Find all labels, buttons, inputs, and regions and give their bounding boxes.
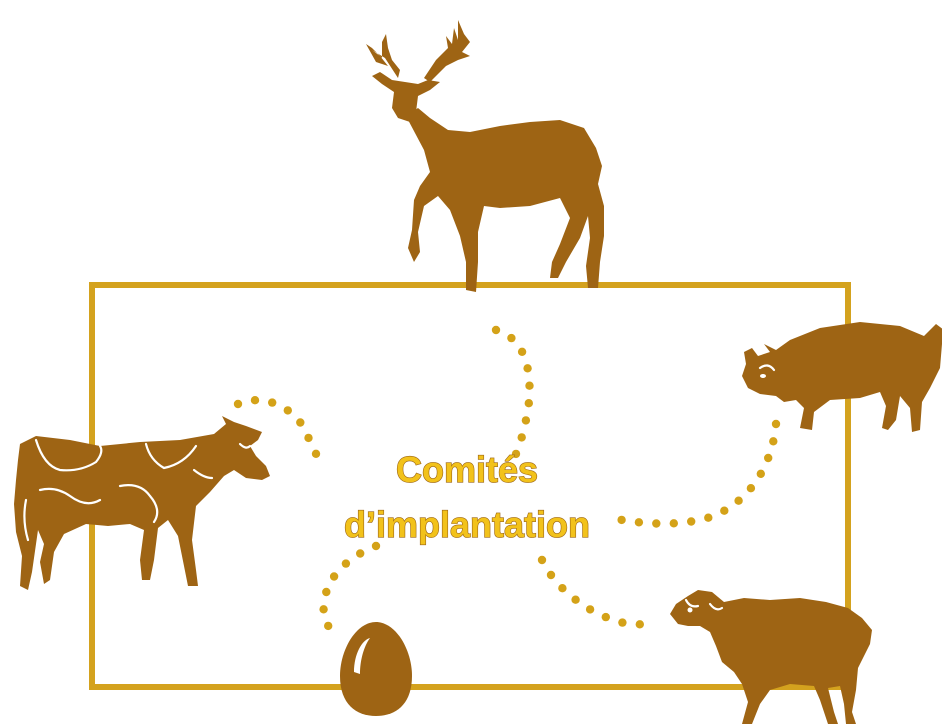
connector-dot [304,434,312,442]
connector-dot [618,618,626,626]
sheep-icon [670,590,872,724]
title-line-2: d’implantation [344,504,590,545]
connector-dot [322,588,330,596]
connector-dot [704,514,712,522]
connector-dot [312,450,320,458]
connector-egg [319,542,380,630]
connector-dot [687,517,695,525]
connector-dot [538,556,546,564]
connector-dot [523,364,531,372]
connector-dot [251,396,259,404]
connector-dot [769,437,777,445]
connector-dot [635,518,643,526]
egg-icon [340,622,412,716]
connector-dot [319,605,327,613]
connector-dot [747,484,755,492]
connector-dot [586,605,594,613]
title-line-1: Comités [396,449,538,490]
connector-dot [558,584,566,592]
connector-deer [492,326,534,458]
connector-dot [636,620,644,628]
pig-icon [742,322,942,432]
connector-dot [670,519,678,527]
connector-dot [525,399,533,407]
connector-dot [525,382,533,390]
connector-dot [547,571,555,579]
connector-dot [522,416,530,424]
connector-dot [324,622,332,630]
connector-dot [356,549,364,557]
connector-dot [652,519,660,527]
connector-dot [617,516,625,524]
connector-dot [757,470,765,478]
connector-dot [234,400,242,408]
connector-dot [602,613,610,621]
cow-icon [14,416,270,590]
connector-dot [284,406,292,414]
deer-icon [366,20,604,292]
connector-dot [492,326,500,334]
connector-dot [507,334,515,342]
connector-dot [720,507,728,515]
connector-sheep [538,556,644,629]
connector-dot [734,497,742,505]
connector-dot [342,559,350,567]
connector-dot [296,418,304,426]
connector-dot [571,596,579,604]
connector-pig [617,420,780,528]
connector-dot [764,454,772,462]
connector-dot [772,420,780,428]
connector-dot [330,572,338,580]
connector-dot [268,398,276,406]
connector-dot [518,433,526,441]
connector-dot [518,348,526,356]
